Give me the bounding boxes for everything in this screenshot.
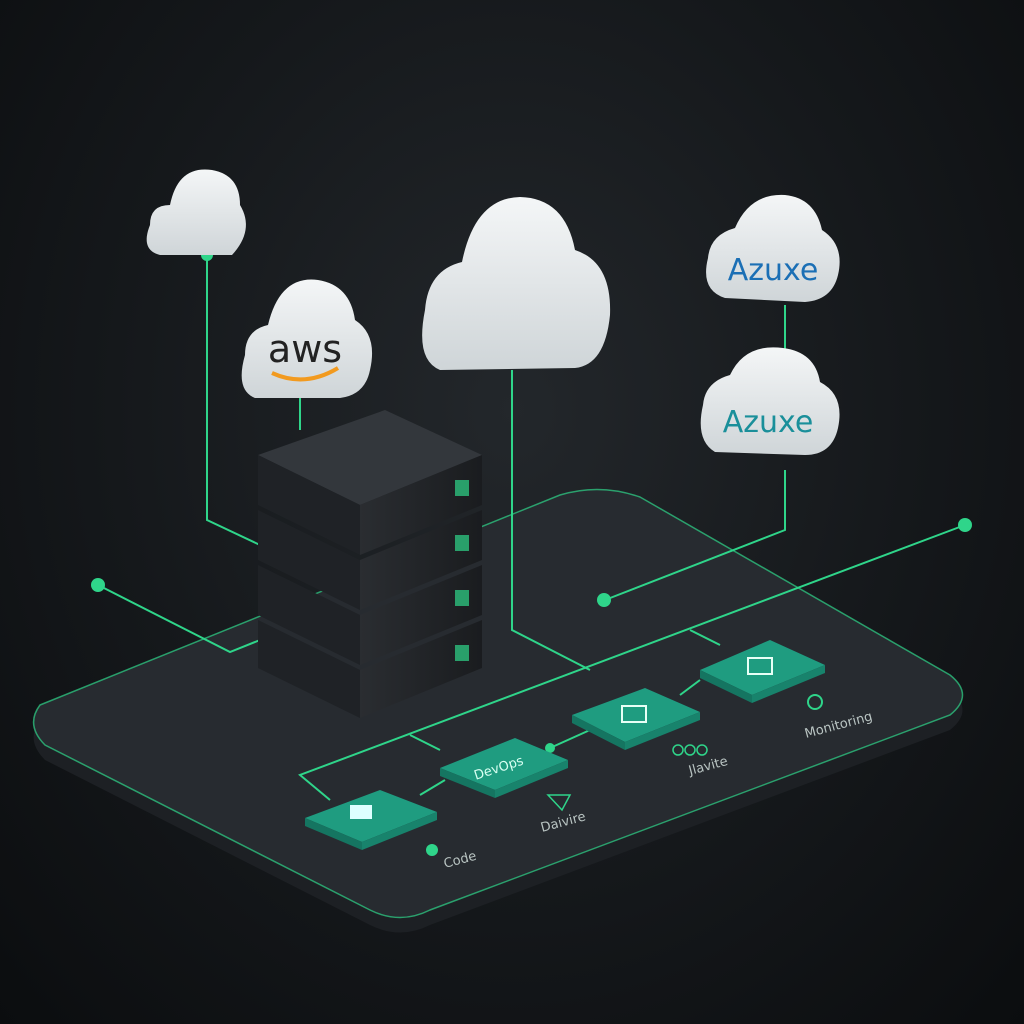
- deploy-icon: [546, 794, 572, 812]
- tile-envelope[interactable]: [700, 640, 825, 703]
- server-unit: [258, 410, 482, 555]
- azure-label: Azuxe: [728, 253, 819, 288]
- envelope-icon: [747, 657, 773, 675]
- tile-envelope[interactable]: [572, 688, 700, 750]
- azure-label: Azuxe: [723, 405, 814, 440]
- cloud-azure-2: Azuxe: [700, 347, 840, 455]
- aws-logo-text: aws: [268, 327, 342, 371]
- server-unit: [258, 620, 482, 718]
- cloud-1: [146, 169, 246, 255]
- platform: [32, 488, 964, 933]
- cloud-large: [422, 197, 611, 370]
- tile-image[interactable]: [305, 790, 437, 850]
- aws-smile-icon: [271, 366, 340, 382]
- server-unit: [258, 510, 482, 610]
- user-icon: [426, 844, 438, 856]
- cluster-icon: [672, 744, 708, 756]
- monitor-icon: [807, 694, 823, 710]
- connector-lines: [97, 255, 966, 801]
- server-stack: [258, 410, 482, 718]
- tile-devops[interactable]: DevOps: [440, 738, 568, 798]
- envelope-icon: [621, 705, 647, 723]
- cloud-azure-1: Azuxe: [706, 194, 840, 302]
- image-icon: [350, 805, 372, 819]
- cloud-aws: aws: [241, 279, 373, 398]
- server-unit: [258, 565, 482, 665]
